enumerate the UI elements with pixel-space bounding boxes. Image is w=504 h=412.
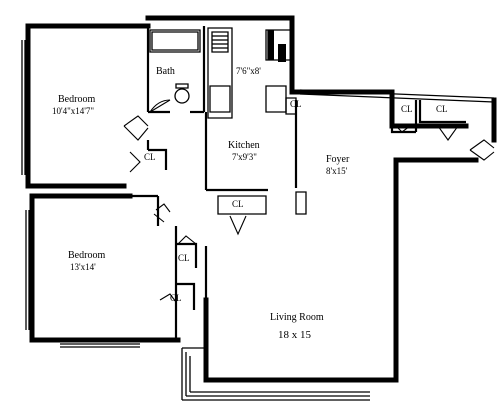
bedroom1-label: Bedroom xyxy=(58,94,95,105)
closet-label-kitchen: CL xyxy=(232,199,244,209)
closet-label-bedroom2-upper: CL xyxy=(178,253,190,263)
bath-size: 7'6"x8' xyxy=(236,66,261,76)
doors xyxy=(123,97,495,303)
kitchen-label: Kitchen xyxy=(228,140,260,151)
kitchen-size: 7'x9'3" xyxy=(232,152,257,162)
bath-label: Bath xyxy=(156,66,175,77)
closet-label-foyer-left: CL xyxy=(401,104,413,114)
foyer-size: 8'x15' xyxy=(326,166,348,176)
bedroom1-size: 10'4"x14'7" xyxy=(52,106,94,116)
living-room-size: 18 x 15 xyxy=(278,329,312,341)
bath-fixtures xyxy=(149,29,201,104)
foyer-top-wall-lines xyxy=(299,89,495,103)
closet-label-bedroom2-lower: CL xyxy=(170,293,182,303)
closet-label-foyer-right: CL xyxy=(436,104,448,114)
bedroom2-label: Bedroom xyxy=(68,250,105,261)
exterior-walls xyxy=(25,15,497,383)
labels: Bath 7'6"x8' Bedroom 10'4"x14'7" Kitchen… xyxy=(52,66,448,341)
windows xyxy=(21,40,370,401)
foyer-label: Foyer xyxy=(326,154,350,165)
closet-label-kitchen-side: CL xyxy=(290,99,302,109)
living-room-label: Living Room xyxy=(270,312,324,323)
interior-walls xyxy=(130,26,466,340)
closet-label-bedroom1: CL xyxy=(144,152,156,162)
bedroom2-size: 13'x14' xyxy=(70,262,96,272)
